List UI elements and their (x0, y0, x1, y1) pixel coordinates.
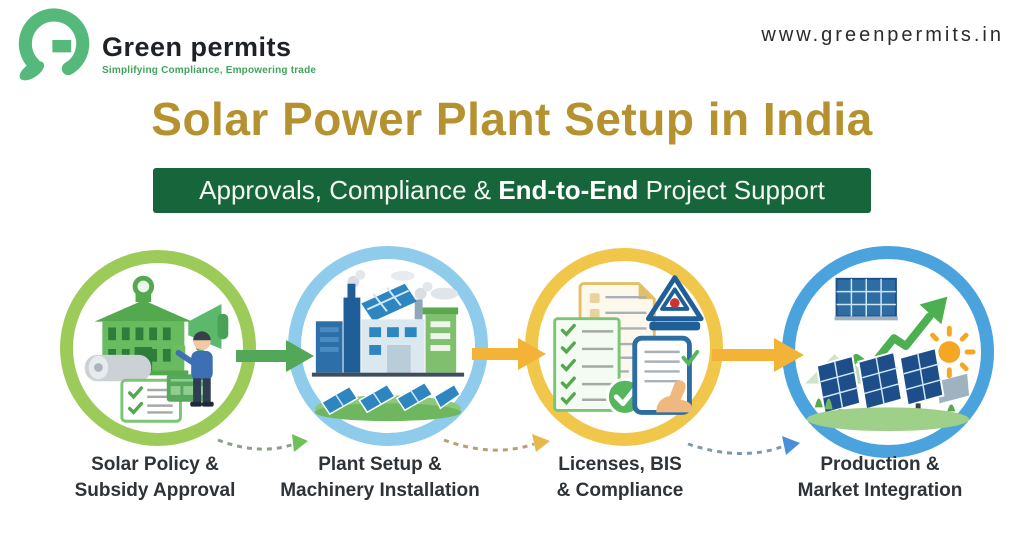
solar-panel-small-icon (834, 277, 898, 321)
banner-text-after: Project Support (638, 175, 825, 205)
ground-icon (806, 398, 970, 432)
step-label-line: Machinery Installation (280, 479, 480, 501)
step-label-line: Production & (820, 454, 940, 475)
step-label-production-market: Production & Market Integration (755, 452, 1005, 503)
factory-icon (311, 269, 465, 377)
website-url: www.greenpermits.in (761, 24, 1004, 46)
logo-g-icon (18, 8, 90, 81)
step-label-line: Solar Policy & (91, 454, 219, 475)
brand-tagline: Simplifying Compliance, Empowering trade (102, 65, 317, 76)
brand-name: Green permits (102, 32, 292, 62)
solar-farm-icon (314, 381, 462, 422)
step-circle-production-market (782, 246, 994, 458)
step-label-line: Plant Setup & (318, 454, 442, 475)
dashed-arrow-3-icon (687, 436, 800, 455)
checklist-icon (120, 378, 182, 423)
dashed-arrow-2-icon (443, 434, 550, 452)
step-circle-licenses-bis (525, 248, 723, 446)
page-title: Solar Power Plant Setup in India (151, 93, 873, 145)
step-label-line: Licenses, BIS (558, 454, 682, 475)
step-label-plant-setup: Plant Setup & Machinery Installation (255, 452, 505, 503)
step-circle-policy-subsidy (60, 250, 256, 446)
plant-machinery-illustration (311, 269, 465, 422)
subtitle-banner: Approvals, Compliance & End-to-End Proje… (153, 168, 871, 213)
step-circle-plant-setup (288, 246, 488, 446)
licenses-compliance-illustration (553, 275, 704, 416)
compliance-tablet-icon (632, 335, 700, 415)
approved-checklist-icon (553, 317, 621, 412)
arrow-step2-to-step3-icon (472, 338, 546, 370)
step-label-policy-subsidy: Solar Policy & Subsidy Approval (30, 452, 280, 503)
dashed-arrow-1-icon (217, 434, 308, 452)
cylinder-icon (84, 354, 152, 382)
bis-logo-icon (645, 275, 704, 331)
arrow-step1-to-step2-icon (236, 340, 314, 372)
brand-logo: Green permits Simplifying Compliance, Em… (12, 6, 316, 88)
step-label-line: & Compliance (556, 479, 684, 501)
arrow-step3-to-step4-icon (712, 338, 804, 372)
banner-text-before: Approvals, Compliance & (199, 175, 499, 205)
solar-array-icon (815, 346, 970, 422)
banner-text-bold: End-to-End (498, 175, 639, 205)
step-label-licenses-bis: Licenses, BIS & Compliance (495, 452, 745, 503)
policy-subsidy-illustration (84, 275, 229, 423)
step-label-line: Market Integration (797, 479, 963, 501)
production-market-illustration (804, 277, 976, 432)
person-icon (172, 331, 214, 407)
step-label-line: Subsidy Approval (74, 479, 236, 501)
sun-icon (923, 325, 976, 379)
